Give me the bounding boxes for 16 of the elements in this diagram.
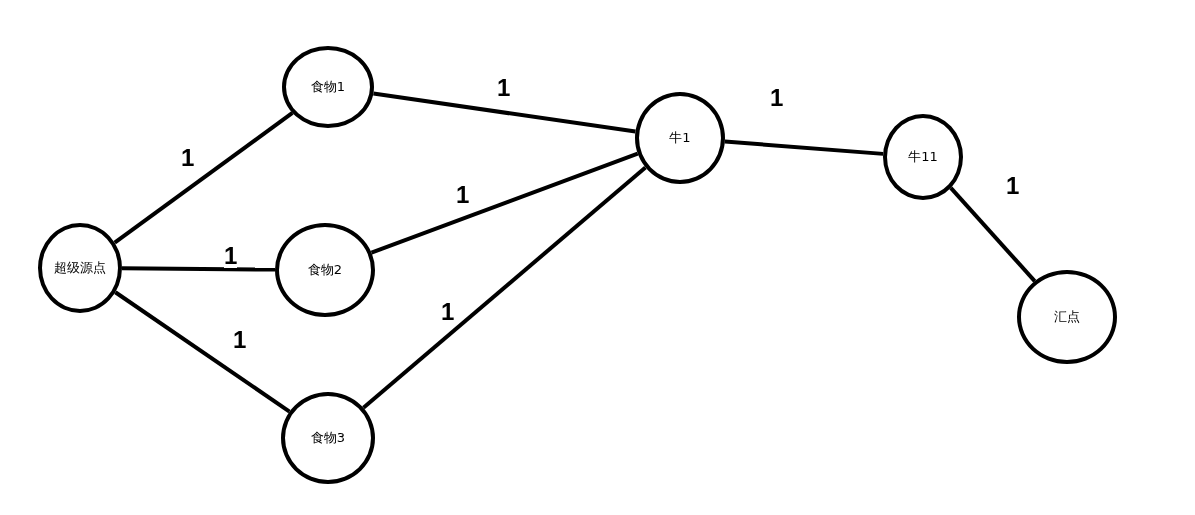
connector-line [121,266,275,272]
connector-line [113,111,294,245]
connector-line [114,290,291,414]
edge-label: 1 [224,244,238,268]
node-label: 牛11 [908,148,938,166]
connector-line [362,165,647,410]
connector-line [949,186,1037,283]
node-label: 食物1 [310,78,346,96]
connector-line [373,91,636,134]
node-label: 食物3 [310,429,346,447]
node-label: 超级源点 [54,259,106,277]
node-label: 牛1 [669,129,691,147]
connector-line [724,139,884,156]
connector-line [370,151,639,255]
node-label: 食物2 [307,261,343,279]
node-label: 汇点 [1054,308,1080,326]
